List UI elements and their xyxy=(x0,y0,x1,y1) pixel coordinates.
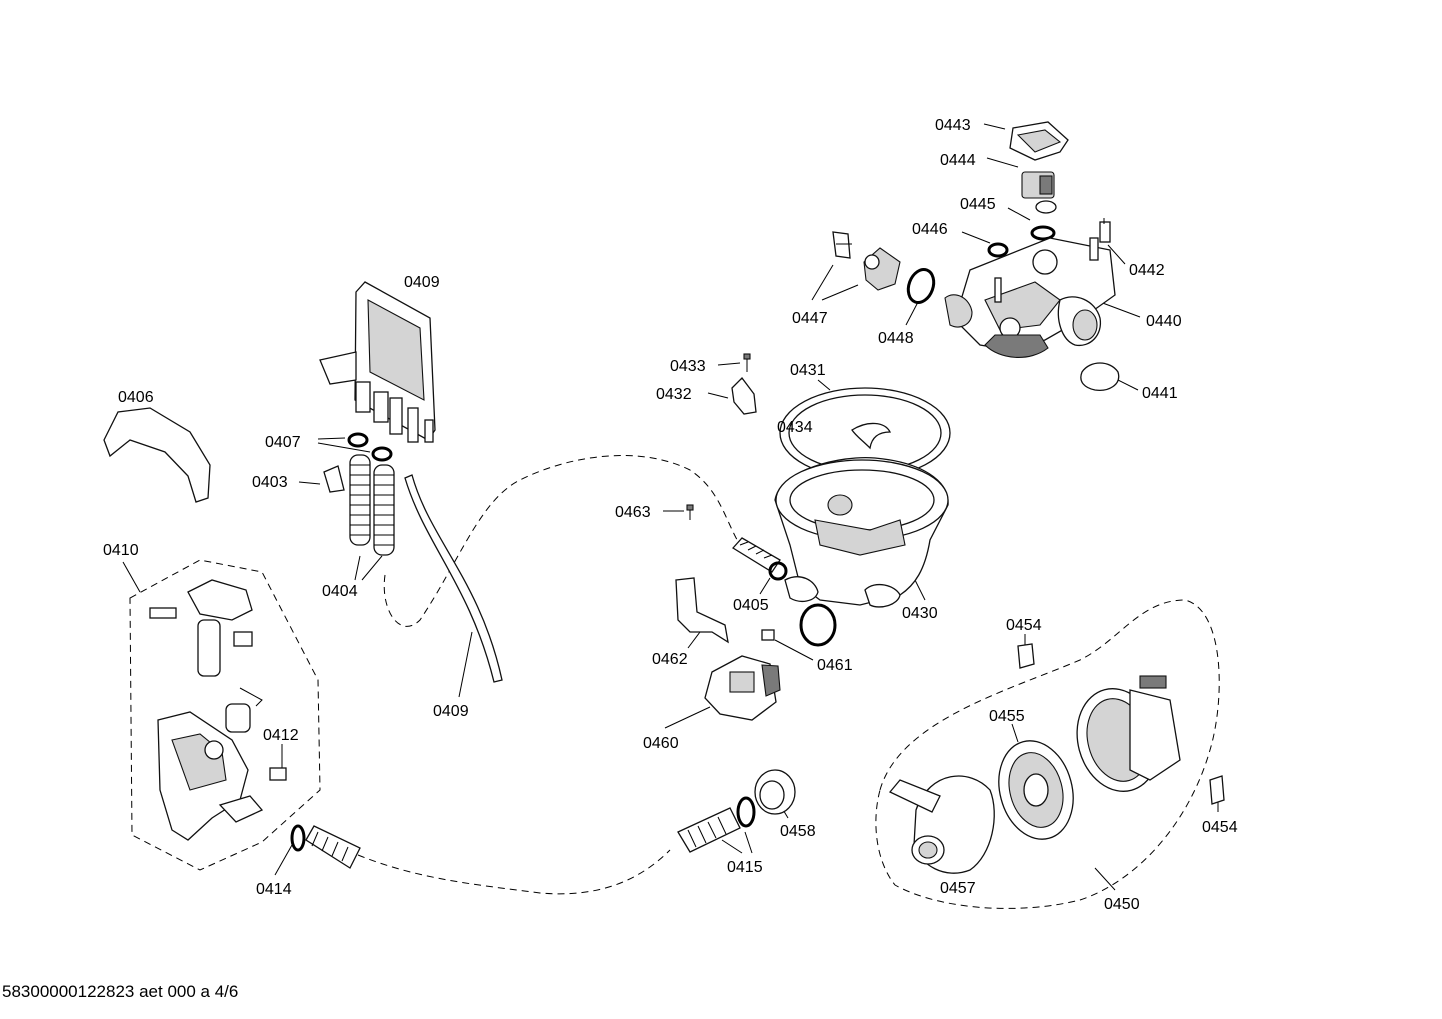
hose-path-lower xyxy=(357,849,671,895)
label-0410: 0410 xyxy=(103,542,139,559)
part-0414-corrugated-hose xyxy=(305,825,361,869)
part-0444-sensor xyxy=(1021,171,1055,199)
part-0404-corrugated-tubes xyxy=(349,454,395,556)
part-0409-air-break xyxy=(319,281,436,443)
part-0407-o-rings xyxy=(347,432,393,462)
part-0415-o-ring xyxy=(736,796,756,828)
label-0454-upper: 0454 xyxy=(1006,617,1042,634)
part-0440-valve-block xyxy=(944,237,1116,358)
part-0447-nozzle xyxy=(863,247,901,291)
label-0450: 0450 xyxy=(1104,896,1140,913)
part-0410-group-components xyxy=(149,579,287,841)
part-0406-cover xyxy=(103,407,211,503)
label-0409-bottom: 0409 xyxy=(433,703,469,720)
part-0403-clip xyxy=(323,465,345,493)
callout-labels: 0443 0444 0445 0446 0442 0447 0448 0440 … xyxy=(103,117,1238,913)
label-0447: 0447 xyxy=(792,310,828,327)
part-0415-corrugated-hose xyxy=(677,807,741,853)
label-0430: 0430 xyxy=(902,605,938,622)
part-0430-outlet-ring xyxy=(799,603,837,647)
part-0409-drain-hose xyxy=(404,474,503,683)
part-0405-o-ring xyxy=(768,561,788,581)
label-0457: 0457 xyxy=(940,880,976,897)
label-0458: 0458 xyxy=(780,823,816,840)
label-0432: 0432 xyxy=(656,386,692,403)
part-0450-circulation-motor xyxy=(1076,675,1181,792)
group-0410-outline xyxy=(129,559,321,871)
part-0447-bracket xyxy=(832,231,852,259)
part-0454-clip-upper xyxy=(1017,643,1035,669)
part-0463-screw xyxy=(686,504,694,520)
label-0431: 0431 xyxy=(790,362,826,379)
label-0404: 0404 xyxy=(322,583,358,600)
label-0441: 0441 xyxy=(1142,385,1178,402)
label-0444: 0444 xyxy=(940,152,976,169)
part-0461-clip xyxy=(761,629,775,641)
label-0462: 0462 xyxy=(652,651,688,668)
part-0442-clip xyxy=(1099,218,1111,243)
label-0460: 0460 xyxy=(643,735,679,752)
label-0409-top: 0409 xyxy=(404,274,440,291)
label-0448: 0448 xyxy=(878,330,914,347)
label-0407: 0407 xyxy=(265,434,301,451)
label-0405: 0405 xyxy=(733,597,769,614)
label-0412: 0412 xyxy=(263,727,299,744)
label-0434: 0434 xyxy=(777,419,813,436)
part-0432-bracket xyxy=(731,377,757,415)
document-footer: 58300000122823 aet 000 a 4/6 xyxy=(2,982,238,1001)
label-0414: 0414 xyxy=(256,881,292,898)
label-0454-lower: 0454 xyxy=(1202,819,1238,836)
label-0463: 0463 xyxy=(615,504,651,521)
label-0442: 0442 xyxy=(1129,262,1165,279)
part-0414-o-ring xyxy=(290,824,306,852)
label-0440: 0440 xyxy=(1146,313,1182,330)
part-0434-clip-spring xyxy=(851,422,892,450)
label-0415: 0415 xyxy=(727,859,763,876)
part-0441-clamp xyxy=(1080,362,1120,391)
part-0448-ring xyxy=(906,268,936,304)
part-0405-corrugated-hose xyxy=(731,537,781,573)
group-outlines xyxy=(129,455,1220,909)
label-0461: 0461 xyxy=(817,657,853,674)
part-0433-screw xyxy=(743,353,751,372)
hose-path-upper xyxy=(383,455,741,627)
part-0462-bracket xyxy=(675,577,729,644)
part-0458-grommet xyxy=(754,769,796,815)
part-0430-sump xyxy=(774,456,949,608)
label-0455: 0455 xyxy=(989,708,1025,725)
part-0460-drain-pump xyxy=(704,655,781,721)
part-0443-cover xyxy=(1009,121,1069,161)
label-0443: 0443 xyxy=(935,117,971,134)
label-0446: 0446 xyxy=(912,221,948,238)
label-0433: 0433 xyxy=(670,358,706,375)
label-0403: 0403 xyxy=(252,474,288,491)
part-0455-impeller-housing xyxy=(998,740,1074,840)
label-0445: 0445 xyxy=(960,196,996,213)
part-0454-clip-lower xyxy=(1209,775,1225,805)
part-0457-pump-housing xyxy=(888,775,995,874)
label-0406: 0406 xyxy=(118,389,154,406)
group-0450-outline xyxy=(875,599,1220,909)
part-0445-ring xyxy=(1035,200,1057,214)
